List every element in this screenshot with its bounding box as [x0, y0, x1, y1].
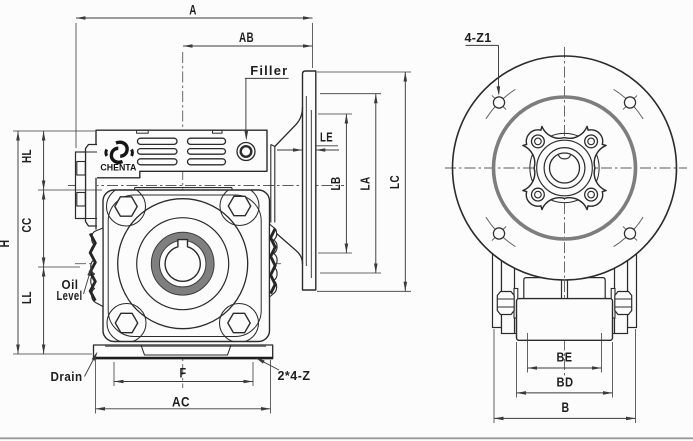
- svg-text:B: B: [562, 400, 570, 415]
- svg-text:2*4-Z: 2*4-Z: [278, 369, 311, 383]
- svg-text:Level: Level: [57, 289, 83, 303]
- svg-text:H: H: [0, 240, 12, 248]
- svg-text:BE: BE: [557, 350, 573, 365]
- svg-text:LE: LE: [320, 130, 333, 145]
- svg-text:CC: CC: [19, 217, 34, 232]
- svg-text:Filler: Filler: [250, 63, 288, 78]
- svg-text:LL: LL: [19, 291, 34, 304]
- svg-text:LB: LB: [328, 177, 343, 191]
- svg-text:BD: BD: [557, 375, 574, 390]
- svg-text:F: F: [180, 366, 187, 381]
- svg-text:HL: HL: [19, 149, 34, 163]
- svg-text:Drain: Drain: [51, 370, 83, 384]
- svg-text:LA: LA: [357, 176, 372, 190]
- svg-text:LC: LC: [387, 175, 402, 189]
- svg-text:AC: AC: [172, 395, 190, 410]
- svg-text:CHENTA: CHENTA: [100, 162, 136, 172]
- svg-text:Oil: Oil: [62, 278, 79, 292]
- svg-text:4-Z1: 4-Z1: [465, 30, 492, 45]
- svg-text:AB: AB: [239, 30, 254, 45]
- svg-text:A: A: [189, 3, 197, 18]
